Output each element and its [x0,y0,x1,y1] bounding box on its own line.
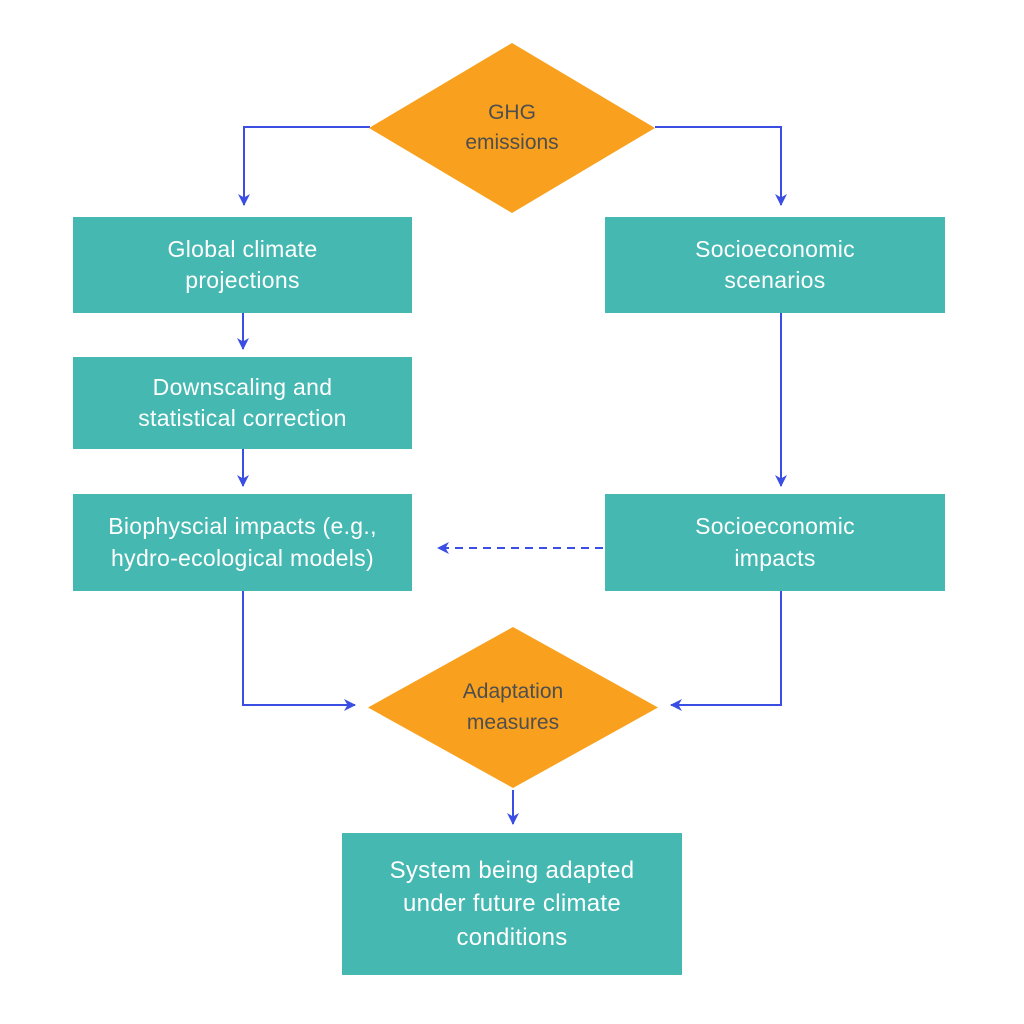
edge-ghg-to-global-climate [238,126,370,206]
node-global-climate-projections-label: Global climate projections [167,235,318,293]
node-system-being-adapted-label: System being adapted under future climat… [389,856,635,951]
node-biophysical-impacts: Biophyscial impacts (e.g., hydro-ecologi… [73,494,412,591]
node-socioeconomic-impacts-label: Socioeconomic impacts [695,513,855,571]
node-socioeconomic-scenarios-label: Socioeconomic scenarios [695,235,855,293]
node-adaptation-measures-label: Adaptation measures [462,680,564,734]
edge-biophysical-to-adaptation [242,591,356,711]
edge-socioeconomic-impacts-to-adaptation [670,591,782,711]
node-system-being-adapted: System being adapted under future climat… [342,833,682,975]
node-downscaling-statistical-correction: Downscaling and statistical correction [73,357,412,449]
node-downscaling-statistical-correction-label: Downscaling and statistical correction [138,373,347,431]
node-socioeconomic-scenarios: Socioeconomic scenarios [605,217,945,313]
node-biophysical-impacts-label: Biophyscial impacts (e.g., hydro-ecologi… [108,513,377,571]
node-socioeconomic-impacts: Socioeconomic impacts [605,494,945,591]
node-global-climate-projections: Global climate projections [73,217,412,313]
node-ghg-emissions-label: GHG emissions [465,100,559,154]
edge-ghg-to-socioeconomic-scenarios [655,126,787,206]
